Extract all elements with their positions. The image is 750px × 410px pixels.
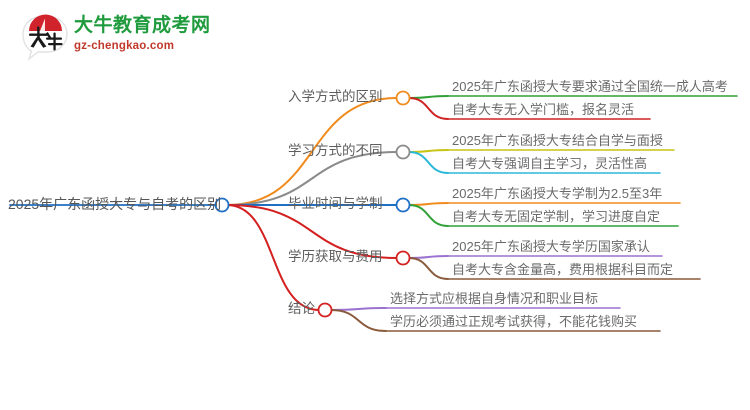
- logo-text-block: 大牛教育成考网 gz-chengkao.com: [74, 15, 211, 53]
- mindmap-root-node[interactable]: [214, 197, 230, 213]
- mindmap-branch-label[interactable]: 入学方式的区别: [288, 89, 383, 104]
- mindmap-branch-label[interactable]: 学历获取与费用: [288, 249, 383, 264]
- logo-mark-icon: [22, 14, 68, 61]
- mindmap-branch-node[interactable]: [317, 302, 333, 318]
- mindmap-leaf-label[interactable]: 2025年广东函授大专学制为2.5至3年: [452, 186, 663, 201]
- logo-title: 大牛教育成考网: [74, 15, 211, 36]
- mindmap-branch-node[interactable]: [395, 144, 411, 160]
- mindmap-branch-node[interactable]: [395, 250, 411, 266]
- mindmap-leaf-link: [408, 204, 449, 227]
- mindmap-leaf-label[interactable]: 学历必须通过正规考试获得，不能花钱购买: [390, 314, 638, 329]
- mindmap-leaf-label[interactable]: 2025年广东函授大专要求通过全国统一成人高考: [452, 79, 728, 94]
- mindmap-branch-node[interactable]: [395, 197, 411, 213]
- mindmap-branch-node[interactable]: [395, 90, 411, 106]
- mindmap-link: [226, 151, 398, 206]
- mindmap-leaf-label[interactable]: 自考大专无入学门槛，报名灵活: [452, 102, 635, 117]
- mindmap-leaf-label[interactable]: 自考大专无固定学制，学习进度自定: [452, 209, 661, 224]
- mindmap-branch-label[interactable]: 毕业时间与学制: [288, 196, 383, 211]
- mindmap-leaf-link: [408, 257, 449, 280]
- mindmap-leaf-link: [330, 309, 387, 332]
- mindmap-leaf-label[interactable]: 选择方式应根据自身情况和职业目标: [390, 291, 599, 306]
- mindmap-leaf-label[interactable]: 2025年广东函授大专学历国家承认: [452, 239, 650, 254]
- mindmap-root-label[interactable]: 2025年广东函授大专与自考的区别: [8, 196, 222, 212]
- mindmap-leaf-label[interactable]: 2025年广东函授大专结合自学与面授: [452, 133, 663, 148]
- logo-subtitle: gz-chengkao.com: [74, 40, 175, 52]
- mindmap-branch-label[interactable]: 结论: [288, 301, 315, 316]
- mindmap-link: [226, 204, 398, 259]
- mindmap-leaf-label[interactable]: 自考大专强调自主学习，灵活性高: [452, 156, 648, 171]
- site-logo: 大牛教育成考网 gz-chengkao.com: [12, 8, 211, 66]
- mindmap-leaf-label[interactable]: 自考大专含金量高，费用根据科目而定: [452, 262, 674, 277]
- mindmap-link: [226, 204, 320, 311]
- mindmap-leaf-link: [408, 151, 449, 174]
- mindmap-branch-label[interactable]: 学习方式的不同: [288, 143, 383, 158]
- mindmap-leaf-link: [408, 97, 449, 120]
- mindmap-link: [226, 97, 398, 206]
